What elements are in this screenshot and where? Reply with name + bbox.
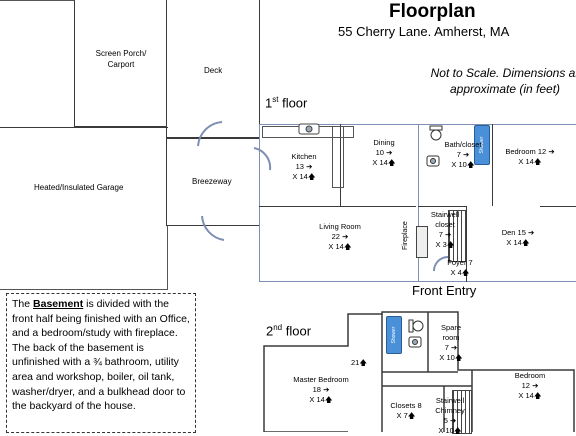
toilet-icon bbox=[408, 319, 424, 333]
second-floor-label: 2nd floor bbox=[266, 323, 312, 339]
garage-divider bbox=[0, 127, 168, 128]
basement-term: Basement bbox=[33, 298, 84, 310]
room-dining: Dining 10 ➔ X 14🡅 bbox=[372, 138, 396, 167]
first-floor-outline bbox=[259, 124, 576, 282]
page-title: Floorplan bbox=[389, 1, 476, 22]
address: 55 Cherry Lane. Amherst, MA bbox=[338, 24, 510, 39]
room-stairwell-closet: Stairwell closet 7 ➔ X 3🡅 bbox=[430, 210, 460, 249]
door-swing-icon bbox=[433, 256, 449, 272]
fireplace-label: Fireplace bbox=[402, 221, 409, 250]
wall bbox=[466, 206, 467, 282]
first-floor-label: 1st floor bbox=[265, 95, 308, 111]
shower-icon: Shower bbox=[386, 316, 402, 354]
sink-icon bbox=[408, 336, 422, 348]
fireplace bbox=[416, 226, 428, 258]
sink-icon bbox=[426, 155, 440, 167]
screen-porch bbox=[74, 0, 168, 127]
breezeway-label: Breezeway bbox=[192, 177, 232, 186]
scale-note-line1: Not to Scale. Dimensions ar bbox=[430, 66, 576, 80]
dimension-21: 21🡅 bbox=[351, 358, 368, 367]
room-master-bedroom: Master Bedroom 18 ➔ X 14🡅 bbox=[293, 375, 349, 404]
room-den: Den 15 ➔ X 14🡅 bbox=[501, 228, 535, 247]
wall bbox=[418, 206, 466, 207]
room-stairwell-chimney: Stairwell Chimney 5 ➔ X 10🡅 bbox=[435, 396, 465, 435]
toilet-icon bbox=[429, 125, 443, 141]
deck-label: Deck bbox=[204, 66, 223, 75]
kitchen-counter bbox=[332, 126, 344, 188]
wall bbox=[340, 124, 341, 206]
room-living: Living Room 22 ➔ X 14🡅 bbox=[319, 222, 361, 251]
scale-note: Not to Scale. Dimensions ar approximate … bbox=[420, 65, 576, 97]
deck bbox=[166, 0, 260, 138]
garage-label: Heated/Insulated Garage bbox=[34, 183, 124, 192]
front-entry-label: Front Entry bbox=[412, 283, 477, 298]
second-floor-outline bbox=[263, 311, 575, 432]
scale-note-line2: approximate (in feet) bbox=[449, 82, 561, 96]
wall bbox=[259, 206, 416, 207]
wall bbox=[540, 206, 576, 207]
room-bath: Bath/closet 7 ➔ X 10🡅 bbox=[444, 140, 482, 169]
door-swing-icon bbox=[201, 215, 225, 241]
door-swing-icon bbox=[253, 147, 272, 171]
room-kitchen: Kitchen 13 ➔ X 14🡅 bbox=[291, 152, 317, 181]
wall bbox=[492, 124, 493, 206]
room-spare: Spare room 7 ➔ X 10🡅 bbox=[439, 323, 463, 362]
screen-porch-label: Screen Porch/ Carport bbox=[95, 49, 147, 69]
sink-icon bbox=[298, 123, 320, 135]
door-swing-icon bbox=[197, 121, 223, 147]
room-closets: Closets 8 X 7🡅 bbox=[390, 401, 422, 420]
room-foyer: Foyer 7 X 4🡅 bbox=[447, 258, 473, 277]
room-bedroom-1: Bedroom 12 ➔ X 14🡅 bbox=[505, 147, 555, 166]
wall bbox=[418, 124, 419, 282]
stairwell-stairs bbox=[448, 210, 466, 262]
basement-description: The Basement is divided with the front h… bbox=[6, 293, 196, 433]
shower-icon: Shower bbox=[474, 125, 490, 165]
room-bedroom-2: Bedroom 12 ➔ X 14🡅 bbox=[514, 371, 546, 400]
